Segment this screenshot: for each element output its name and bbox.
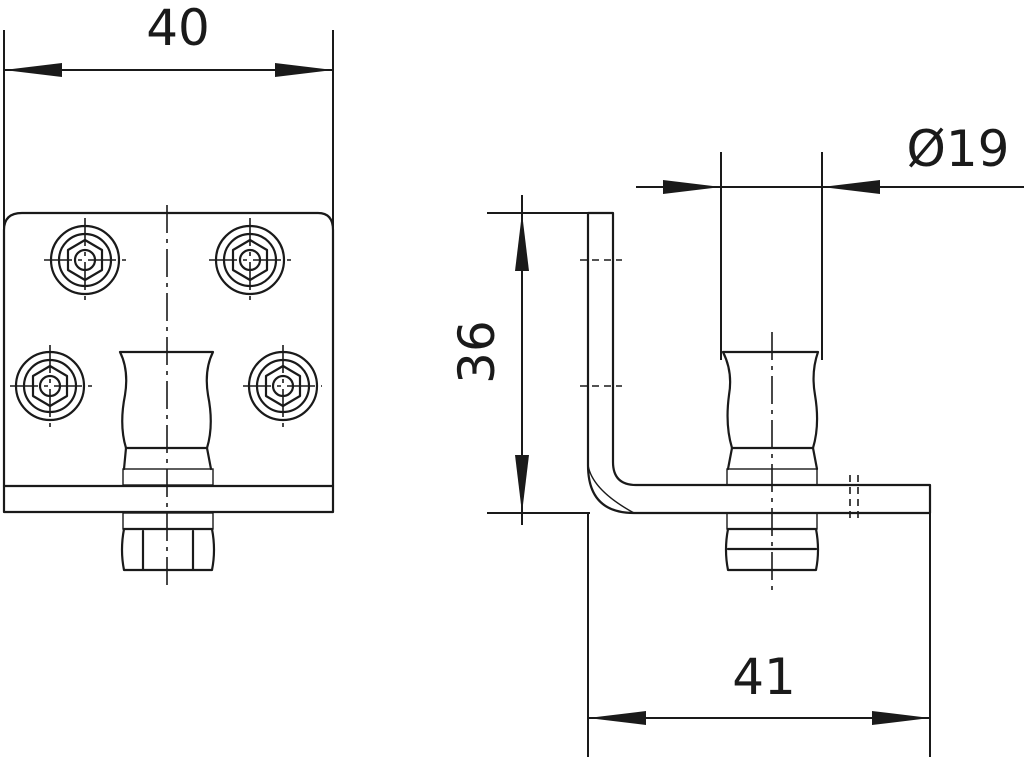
washer-top (122, 468, 214, 486)
arrowhead-length-left (588, 711, 646, 725)
side-view: Ø19 36 41 (448, 120, 1024, 757)
side-hex-nut (724, 527, 820, 572)
screw-top-right (209, 218, 291, 302)
dimension-length-label: 41 (732, 648, 796, 706)
dimension-diameter-label: Ø19 (907, 120, 1010, 178)
side-washer-top (726, 468, 818, 486)
arrowhead-height-top (515, 213, 529, 271)
side-roller (721, 350, 820, 450)
side-roller-neck-right (811, 446, 819, 471)
arrowhead-left (4, 63, 62, 77)
arrowhead-right (275, 63, 333, 77)
dimension-height-label: 36 (448, 320, 506, 384)
dimension-width-label: 40 (146, 0, 210, 57)
mounting-plate (2, 211, 335, 514)
roller-neck-right (205, 446, 213, 471)
bracket-bend-line (587, 464, 635, 514)
washer-bottom (122, 512, 214, 530)
screw-top-left (44, 218, 126, 302)
front-view: 40 (2, 0, 335, 585)
side-roller-neck-left (726, 446, 734, 471)
arrowhead-height-bottom (515, 455, 529, 513)
angle-bracket (586, 211, 932, 515)
screw-bottom-left (10, 345, 92, 428)
screw-bottom-right (243, 345, 322, 428)
arrowhead-dia-left (663, 180, 721, 194)
roller-neck-left (122, 446, 128, 471)
hex-nut (120, 527, 216, 572)
arrowhead-dia-right (822, 180, 880, 194)
arrowhead-length-right (872, 711, 930, 725)
